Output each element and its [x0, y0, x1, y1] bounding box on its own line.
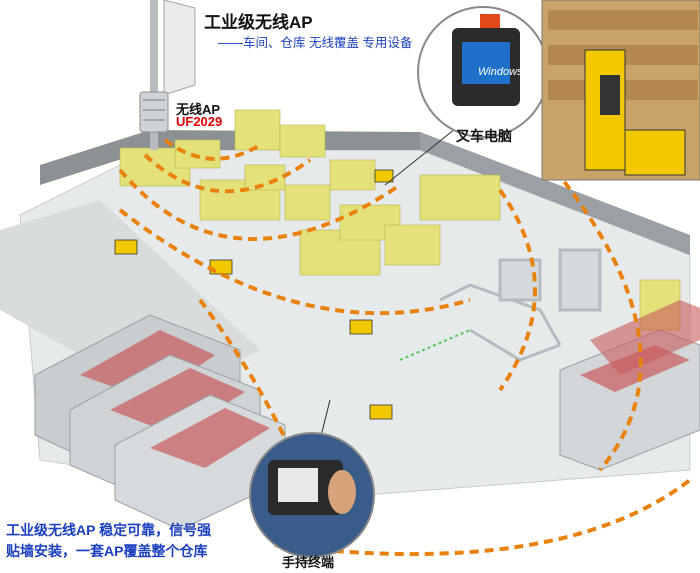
caption: 工业级无线AP 稳定可靠，信号强 贴墙安装，一套AP覆盖整个仓库 — [6, 520, 211, 562]
screen-text: Windows 7 — [478, 66, 532, 78]
ap-mast — [139, 0, 196, 150]
caption-line-2: 贴墙安装，一套AP覆盖整个仓库 — [6, 543, 208, 559]
forklift-pc-label: 叉车电脑 — [456, 128, 512, 144]
conveyor-area — [399, 248, 602, 362]
warehouse-wall-right — [420, 132, 690, 255]
ap-model-label: UF2029 — [176, 114, 223, 129]
subtitle: ——车间、仓库 无线覆盖 专用设备 — [218, 36, 413, 50]
caption-line-1: 工业级无线AP 稳定可靠，信号强 — [6, 522, 212, 538]
forklift-pc-pointer — [384, 124, 461, 186]
handheld-label: 手持终端 — [282, 555, 335, 570]
handheld-callout — [249, 432, 375, 558]
trucks-right — [559, 300, 700, 471]
ap-label: 无线AP — [176, 102, 221, 117]
forklift-pc-callout — [417, 6, 549, 138]
page-title: 工业级无线AP — [204, 13, 313, 32]
trucks-left — [34, 314, 286, 531]
forklift-photo — [541, 0, 700, 181]
